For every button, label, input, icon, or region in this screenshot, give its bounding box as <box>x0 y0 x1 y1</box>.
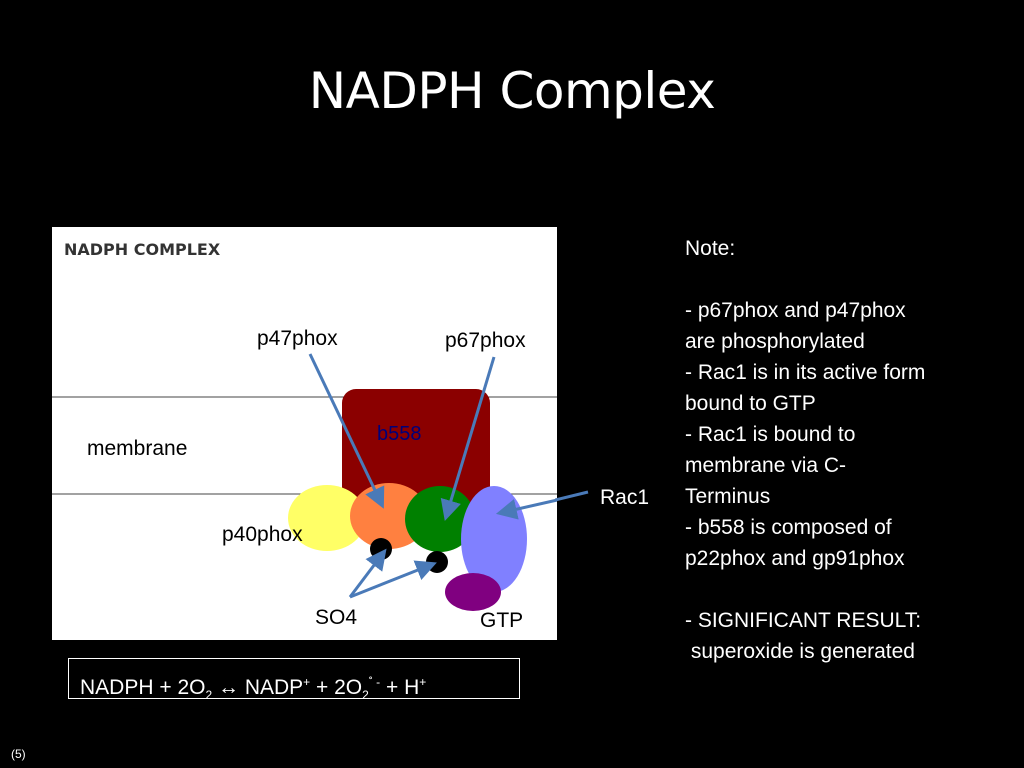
note-blank-line <box>685 264 1005 295</box>
gtp-label: GTP <box>480 609 523 632</box>
equation-superscript: + <box>303 675 311 689</box>
diagram-heading: NADPH COMPLEX <box>64 240 221 259</box>
note-line: - SIGNIFICANT RESULT: <box>685 609 922 632</box>
nadph-diagram: NADPH COMPLEX b558 membrane p47phox p67p… <box>52 227 557 640</box>
note-line: membrane via C- <box>685 454 847 477</box>
rac1-label: Rac1 <box>600 486 650 509</box>
note-line: - b558 is composed of <box>685 516 892 539</box>
reaction-equation: NADPH + 2O2 ↔ NADP+ + 2O2˚ - + H+ <box>80 667 520 710</box>
equation-superscript: + <box>419 675 427 689</box>
note-line: - Rac1 is bound to <box>685 423 856 446</box>
p40phox-shape <box>288 485 366 551</box>
note-line: Terminus <box>685 485 771 508</box>
note-line: superoxide is generated <box>685 640 915 663</box>
note-blank-line <box>685 574 1005 605</box>
notes-panel: Note: - p67phox and p47phox are phosphor… <box>685 233 1005 667</box>
p67phox-arrow <box>440 356 496 522</box>
p47phox-label: p47phox <box>257 327 338 350</box>
rac1-arrow-tail-line <box>555 490 589 502</box>
note-line: - Rac1 is in its active form <box>685 361 926 384</box>
equation-superscript: ˚ - <box>368 675 381 689</box>
equation-part: ↔ NADP <box>212 676 304 699</box>
p67phox-label: p67phox <box>445 329 526 352</box>
slide-title: NADPH Complex <box>308 62 716 120</box>
equation-part: + 2O <box>310 676 363 699</box>
note-line: bound to GTP <box>685 392 816 415</box>
equation-box <box>68 658 520 699</box>
so4-arrow-right <box>349 560 437 599</box>
equation-part: + H <box>380 676 420 699</box>
equation-subscript: 2 <box>205 688 213 703</box>
so4-dot-right <box>426 551 448 573</box>
gtp-shape <box>445 573 501 611</box>
rac1-arrow-tail <box>555 490 589 502</box>
citation: (5) <box>11 747 26 761</box>
p40phox-label: p40phox <box>222 523 303 546</box>
note-line: p22phox and gp91phox <box>685 547 905 570</box>
equation-part: NADPH + 2O <box>80 676 206 699</box>
b558-label: b558 <box>377 423 422 445</box>
note-line: are phosphorylated <box>685 330 865 353</box>
note-line: - p67phox and p47phox <box>685 299 906 322</box>
rac1-arrow <box>495 498 557 520</box>
diagram-svg: NADPH COMPLEX b558 membrane p47phox p67p… <box>52 240 557 632</box>
equation-subscript: 2 <box>362 688 369 703</box>
p47phox-arrow <box>308 353 385 509</box>
so4-arrow-left <box>348 548 387 598</box>
note-line: Note: <box>685 237 736 260</box>
membrane-label: membrane <box>87 437 187 460</box>
so4-label: SO4 <box>315 606 357 629</box>
